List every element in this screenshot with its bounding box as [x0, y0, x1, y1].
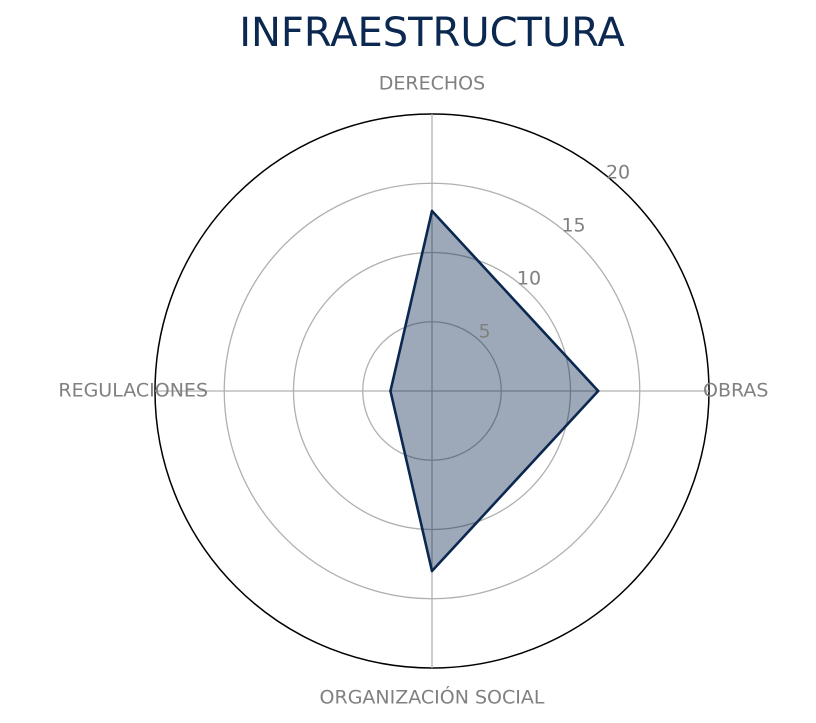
radial-tick-label: 20	[606, 161, 630, 183]
spoke-layer	[155, 114, 709, 668]
category-label: REGULACIONES	[58, 380, 208, 402]
radial-tick-label: 5	[478, 320, 490, 342]
radial-tick-label: 10	[517, 267, 541, 289]
data-point	[430, 209, 434, 213]
label-layer: DERECHOS OBRAS ORGANIZACIÓN SOCIAL REGULACI…	[58, 73, 768, 709]
radial-tick-label: 15	[561, 214, 585, 236]
category-label: OBRAS	[703, 380, 768, 402]
data-point	[430, 569, 434, 573]
series-layer	[389, 209, 600, 573]
chart-title: INFRAESTRUCTURA	[239, 10, 625, 56]
tick-layer: 5 10 15 20	[478, 161, 630, 342]
category-label: DERECHOS	[379, 73, 485, 95]
series-area	[390, 210, 599, 572]
data-point	[389, 389, 392, 393]
data-point	[597, 389, 600, 393]
category-label: ORGANIZACIÓN SOCIAL	[320, 685, 545, 709]
